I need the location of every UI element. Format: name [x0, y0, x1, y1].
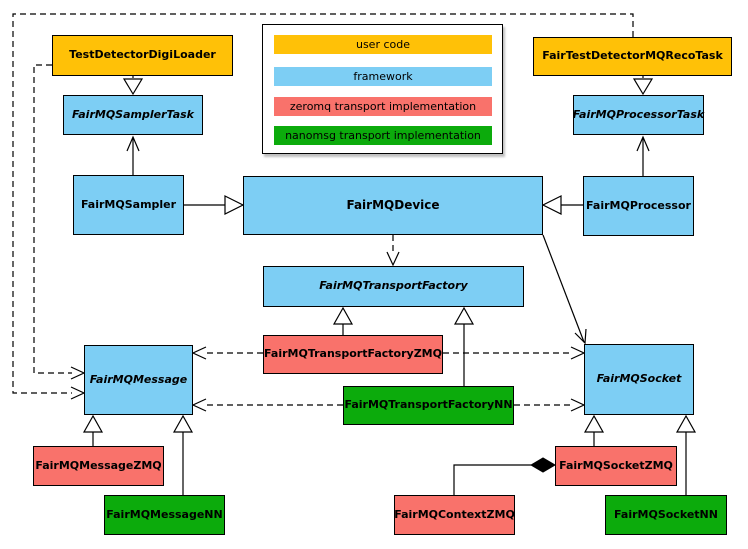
class-label: FairMQMessage	[89, 372, 188, 386]
class-box-fairmqcontextzmq: FairMQContextZMQ	[394, 495, 515, 535]
edge-socketnn-socket-inheritance	[675, 414, 697, 495]
class-box-fairmqmessagenn: FairMQMessageNN	[104, 495, 225, 535]
edge-messagenn-message-inheritance	[172, 414, 194, 495]
class-label: FairMQDevice	[346, 197, 440, 212]
edge-recotask-processortask-inheritance	[632, 76, 654, 96]
class-label: FairMQTransportFactoryZMQ	[264, 347, 442, 361]
legend-label-framework: framework	[353, 70, 413, 83]
edge-factorynn-socket-dependency	[514, 398, 586, 412]
edge-socketzmq-socket-inheritance	[583, 414, 605, 446]
class-label: FairMQContextZMQ	[394, 507, 515, 521]
class-label: FairMQSampler	[80, 197, 177, 211]
class-label: FairMQProcessor	[586, 198, 691, 212]
edge-sampler-device-inheritance	[184, 195, 245, 215]
class-box-fairmqtransportfactorynn: FairMQTransportFactoryNN	[343, 386, 514, 425]
class-box-testdetectordigiloader: TestDetectorDigiLoader	[52, 35, 233, 76]
class-box-fairmqsocket: FairMQSocket	[584, 344, 694, 415]
class-label: FairMQSocket	[596, 372, 682, 386]
edge-sampler-samplertask-arrow	[126, 135, 140, 175]
class-box-fairmqsocketnn: FairMQSocketNN	[605, 495, 727, 535]
class-label: FairMQSocketNN	[614, 507, 718, 521]
class-box-fairmqdevice: FairMQDevice	[243, 176, 543, 235]
edge-messagezmq-message-inheritance	[82, 414, 104, 446]
class-box-fairmqsocketzmq: FairMQSocketZMQ	[555, 446, 677, 486]
legend-label-zeromq: zeromq transport implementation	[289, 100, 477, 113]
edge-factorynn-transportfactory-inheritance	[453, 306, 475, 386]
class-box-fairmqtransportfactoryzmq: FairMQTransportFactoryZMQ	[263, 335, 443, 374]
class-box-fairmqmessagezmq: FairMQMessageZMQ	[33, 446, 164, 486]
class-label: FairMQProcessorTask	[572, 107, 705, 121]
legend-label-user-code: user code	[355, 38, 411, 51]
legend: user code framework zeromq transport imp…	[262, 24, 503, 154]
edge-digiloader-samplertask-inheritance	[122, 76, 144, 96]
class-box-fairmqtransportfactory: FairMQTransportFactory	[263, 266, 524, 307]
class-box-fairmqprocessortask: FairMQProcessorTask	[573, 95, 704, 135]
edge-device-socket-arrow	[542, 234, 587, 345]
legend-item-nanomsg: nanomsg transport implementation	[274, 126, 492, 145]
edge-factorynn-message-dependency	[191, 398, 343, 412]
class-label: FairMQSamplerTask	[72, 107, 194, 121]
edge-factoryzmq-message-dependency	[191, 346, 263, 360]
edge-socketzmq-contextzmq-composition	[453, 457, 556, 495]
class-label: FairMQTransportFactoryNN	[344, 398, 513, 412]
legend-item-framework: framework	[274, 67, 492, 86]
class-box-fairmqsampler: FairMQSampler	[73, 175, 184, 235]
class-label: TestDetectorDigiLoader	[69, 48, 216, 62]
edge-processor-processortask-arrow	[636, 135, 650, 176]
class-box-fairmqsamplertask: FairMQSamplerTask	[63, 95, 203, 135]
legend-item-zeromq: zeromq transport implementation	[274, 97, 492, 116]
class-label: FairMQMessageZMQ	[35, 458, 162, 472]
class-box-fairtestdetectormqrecotask: FairTestDetectorMQRecoTask	[533, 37, 732, 76]
edge-processor-device-inheritance	[541, 195, 583, 215]
legend-item-user-code: user code	[274, 35, 492, 54]
class-label: FairMQTransportFactory	[319, 279, 468, 293]
class-box-fairmqprocessor: FairMQProcessor	[583, 176, 694, 236]
class-box-fairmqmessage: FairMQMessage	[84, 345, 193, 415]
edge-device-transportfactory-dependency	[386, 235, 400, 267]
class-label: FairMQSocketZMQ	[559, 458, 673, 472]
class-label: FairTestDetectorMQRecoTask	[542, 49, 723, 63]
legend-label-nanomsg: nanomsg transport implementation	[285, 129, 481, 142]
edge-factoryzmq-transportfactory-inheritance	[332, 306, 354, 335]
class-label: FairMQMessageNN	[106, 507, 223, 521]
